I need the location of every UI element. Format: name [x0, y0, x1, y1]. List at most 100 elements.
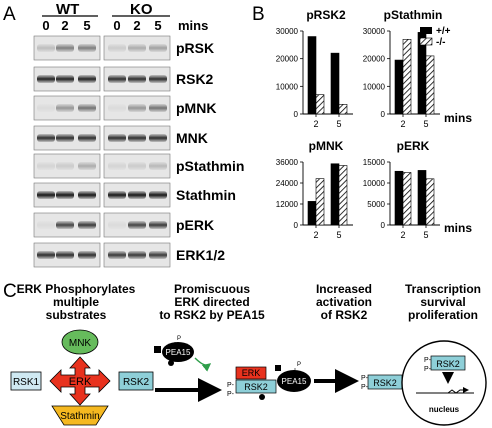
legend-label-wt: +/+ [436, 26, 451, 37]
mins-label-b-bottom: mins [444, 221, 472, 235]
blot-band [108, 221, 126, 229]
blot-label: pRSK [176, 40, 214, 56]
p-mark-5: P- [424, 357, 432, 364]
stathmin-trapezoid [51, 405, 109, 426]
legend-swatch-hatched [419, 37, 433, 46]
y-tick-label: 15000 [363, 158, 386, 167]
legend-label-ko: -/- [436, 37, 445, 48]
blot-band [56, 75, 74, 83]
y-tick-label: 30000 [276, 27, 299, 36]
rsk1-box [10, 371, 42, 391]
p-mark-6: P- [424, 366, 432, 373]
complex-dot [259, 394, 265, 400]
blot-band [149, 134, 167, 142]
blot-label: pStathmin [176, 158, 244, 174]
nucleus-cell: P- P- RSK2 nucleus [401, 340, 487, 426]
x-tick-label: 5 [423, 119, 428, 129]
bar-ko [315, 178, 325, 226]
pea15-dock-square [154, 346, 161, 353]
y-tick-label: 12000 [276, 200, 299, 209]
blot-band [149, 191, 167, 199]
bar-ko [425, 55, 435, 115]
y-tick-label: 10000 [276, 82, 299, 91]
blot-band [37, 134, 55, 142]
blot-band [56, 134, 74, 142]
bar-wt [307, 201, 317, 226]
blot-band [128, 75, 146, 83]
blot-band [149, 251, 167, 259]
blot-band [37, 44, 55, 52]
panel-c-letter: C [3, 281, 17, 302]
y-tick-label: 0 [381, 221, 386, 230]
p-mark-1: P- [227, 382, 235, 389]
blot-band [108, 191, 126, 199]
blot-band [108, 75, 126, 83]
heading-1-line-3: substrates [46, 308, 107, 322]
x-tick-label: 5 [423, 230, 428, 240]
blot-label: pMNK [176, 100, 216, 116]
erk-rsk2-pea15-complex: ERK RSK2 P- P- PEA15 P [227, 362, 359, 400]
pea15-ellipse-2 [277, 370, 311, 392]
blot-label: RSK2 [176, 71, 214, 87]
heading-2-line-2: ERK directed [174, 295, 249, 309]
blot-band [78, 104, 96, 112]
blot-band [149, 162, 167, 170]
blot-band [128, 251, 146, 259]
heading-2-line-3: to RSK2 by PEA15 [159, 308, 265, 322]
blot-label: Stathmin [176, 187, 236, 203]
pea15-ellipse [162, 342, 194, 362]
blot-band [37, 221, 55, 229]
blot-band [128, 104, 146, 112]
erk-cross-arrow [49, 356, 111, 406]
mnk-label: MNK [69, 338, 92, 349]
complex-dock-square [275, 365, 281, 371]
erk-box-label: ERK [242, 368, 261, 378]
blot-band [78, 191, 96, 199]
heading-1-line-2: multiple [53, 295, 99, 309]
heading-4-line-2: survival [420, 295, 465, 309]
blot-band [78, 221, 96, 229]
rsk2-label-3: RSK2 [373, 378, 397, 388]
blot-label: MNK [176, 130, 208, 146]
legend-swatch-solid [420, 27, 432, 34]
blot-band [149, 75, 167, 83]
blot-band [78, 134, 96, 142]
y-tick-label: 24000 [276, 179, 299, 188]
bar-ko [425, 178, 435, 226]
heading-3-line-1: Increased [316, 282, 372, 296]
blot-band [56, 251, 74, 259]
x-tick-label: 5 [336, 230, 341, 240]
timepoint-label: 0 [113, 18, 120, 33]
blot-band [56, 162, 74, 170]
erk-substrate-cluster: MNK ERK RSK1 RSK2 Stathmin [10, 329, 154, 426]
legend: +/+ -/- [419, 26, 451, 48]
rsk2-box-1 [118, 371, 154, 391]
blot-band [56, 221, 74, 229]
blot-band [37, 251, 55, 259]
heading-1-line-1: ERK Phosphorylates [17, 282, 136, 296]
nucleus-label: nucleus [429, 405, 460, 414]
y-tick-label: 10000 [363, 179, 386, 188]
blot-band [128, 134, 146, 142]
blot-band [78, 44, 96, 52]
rsk2-label-2: RSK2 [244, 382, 268, 392]
rsk2-label-4: RSK2 [436, 359, 460, 369]
chart-title: pERK [397, 139, 430, 153]
mins-label-a: mins [178, 18, 208, 33]
blot-band [128, 162, 146, 170]
panel-c: C ERK Phosphorylates multiple substrates… [3, 281, 487, 426]
wt-label: WT [56, 1, 79, 18]
y-tick-label: 0 [381, 110, 386, 119]
blot-band [149, 104, 167, 112]
green-curved-arrow [194, 357, 212, 372]
y-tick-label: 30000 [363, 27, 386, 36]
heading-2-line-1: Promiscuous [174, 282, 250, 296]
stathmin-label: Stathmin [60, 411, 99, 422]
rsk1-label: RSK1 [13, 377, 40, 388]
blot-label: pERK [176, 217, 214, 233]
erk-box [235, 366, 267, 380]
